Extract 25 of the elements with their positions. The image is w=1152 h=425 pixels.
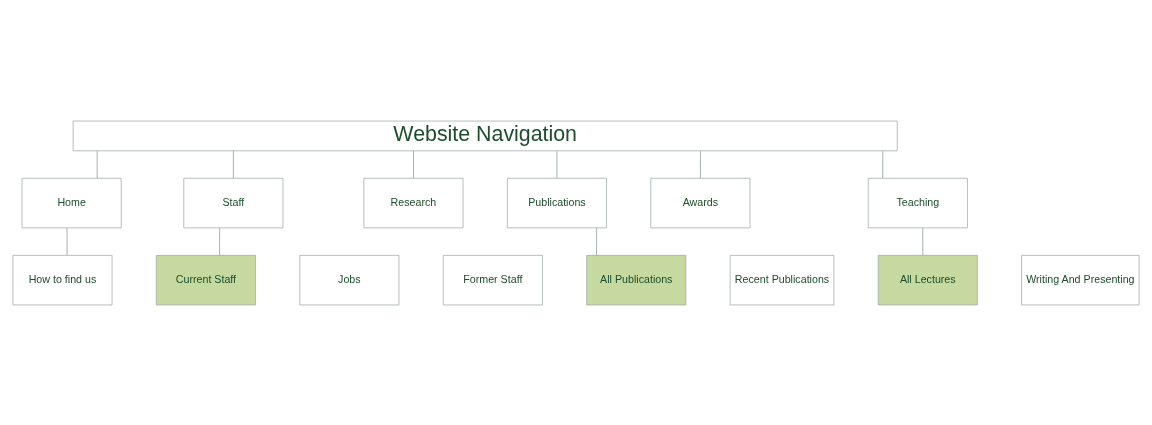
node-box: Home (21, 177, 122, 228)
node-box: Research (363, 177, 464, 228)
node-box: Former Staff (442, 254, 543, 305)
connector (596, 226, 598, 256)
node-box: Publications (506, 177, 607, 228)
node-box: All Lectures (877, 254, 978, 305)
connector (232, 149, 234, 179)
connector (922, 226, 924, 256)
node-box: Current Staff (155, 254, 256, 305)
connector (699, 149, 701, 179)
connector (96, 149, 98, 179)
node-box: Website Navigation (72, 120, 898, 151)
connector (219, 226, 221, 256)
node-box: Recent Publications (729, 254, 835, 305)
node-box: Staff (183, 177, 284, 228)
connector (556, 149, 558, 179)
node-box: All Publications (586, 254, 687, 305)
node-box: Jobs (299, 254, 400, 305)
connector (66, 226, 68, 256)
connector (413, 149, 414, 179)
connector (882, 149, 884, 179)
node-box: Writing And Presenting (1021, 254, 1140, 305)
node-box: Teaching (867, 177, 968, 228)
node-box: How to find us (12, 254, 113, 305)
node-box: Awards (650, 177, 751, 228)
